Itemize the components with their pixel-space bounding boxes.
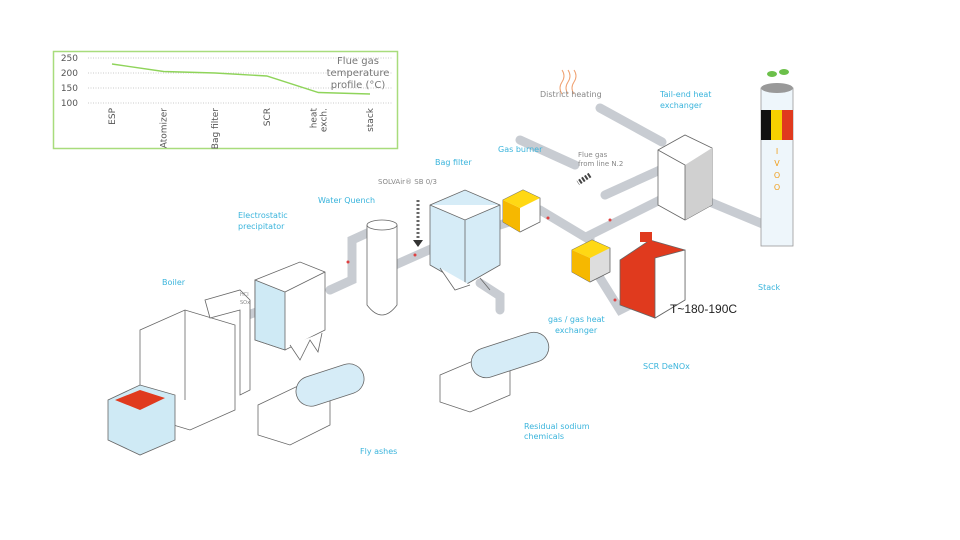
label-sox: SOx xyxy=(240,300,250,306)
y-tick-label: 250 xyxy=(61,54,78,64)
y-tick-label: 200 xyxy=(61,69,78,79)
temperature-note: T~180-190C xyxy=(670,302,737,316)
x-tick-label: stack xyxy=(366,107,376,132)
chart-title-line-2: temperature xyxy=(327,68,390,79)
y-tick-label: 150 xyxy=(61,84,78,94)
stack-brand-letter: O xyxy=(774,183,780,192)
temperature-series-line xyxy=(111,63,371,95)
label-esp-2: precipitator xyxy=(238,222,285,231)
label-boiler: Boiler xyxy=(162,278,186,287)
chart-title-line-1: Flue gas xyxy=(337,56,379,67)
label-gas-burner: Gas burner xyxy=(498,145,543,154)
label-tail-end-1: Tail-end heat xyxy=(659,90,711,99)
flow-arrows xyxy=(413,69,592,247)
label-water-quench: Water Quench xyxy=(318,196,375,205)
x-tick-label: ESP xyxy=(108,107,118,124)
label-fly-ashes: Fly ashes xyxy=(360,447,397,456)
label-stack: Stack xyxy=(758,283,781,292)
temperature-chart: 250 200 150 100 ESP Atomizer Bag filter SCR hea… xyxy=(52,50,399,150)
x-tick-label: Atomizer xyxy=(160,108,170,149)
label-residual-1: Residual sodium xyxy=(524,422,590,431)
chart-border xyxy=(52,50,399,150)
label-district-heating: District heating xyxy=(540,90,602,99)
label-hcl: HCl xyxy=(240,292,249,298)
label-tail-end-2: exchanger xyxy=(660,101,703,110)
label-residual-2: chemicals xyxy=(524,432,564,441)
x-tick-label: Bag filter xyxy=(211,108,221,149)
y-tick-label: 100 xyxy=(61,99,78,109)
label-esp-1: Electrostatic xyxy=(238,211,288,220)
chart-title-line-3: profile (°C) xyxy=(331,80,386,91)
label-gas-gas-1: gas / gas heat xyxy=(548,315,605,324)
fly-ash-truck xyxy=(257,363,365,446)
flue-gas-pipes xyxy=(243,103,770,320)
label-bag-filter: Bag filter xyxy=(435,158,472,167)
label-solvair: SOLVAir® SB 0/3 xyxy=(378,178,437,186)
stack-brand-letter: I xyxy=(776,147,778,156)
gas-gas-heat-exchanger xyxy=(571,239,611,283)
residual-chemicals-truck xyxy=(439,331,550,413)
x-tick-label: exch. xyxy=(319,108,329,132)
stack-brand-letter: V xyxy=(774,159,780,168)
x-tick-label: heat xyxy=(309,108,319,129)
stack-brand-letter: O xyxy=(774,171,780,180)
label-flue-gas-2: from line N.2 xyxy=(578,160,623,168)
bag-filter xyxy=(429,189,501,291)
label-scr: SCR DeNOx xyxy=(643,362,690,371)
boiler xyxy=(107,289,251,456)
scr-denox-reactor xyxy=(619,232,686,319)
label-gas-gas-2: exchanger xyxy=(555,326,598,335)
gas-burner xyxy=(502,189,541,233)
tail-end-heat-exchanger xyxy=(657,134,713,221)
x-tick-label: SCR xyxy=(263,108,273,126)
electrostatic-precipitator xyxy=(254,261,326,361)
stack: I V O O xyxy=(760,69,794,247)
label-flue-gas-1: Flue gas xyxy=(578,151,608,159)
water-quench xyxy=(366,219,398,316)
